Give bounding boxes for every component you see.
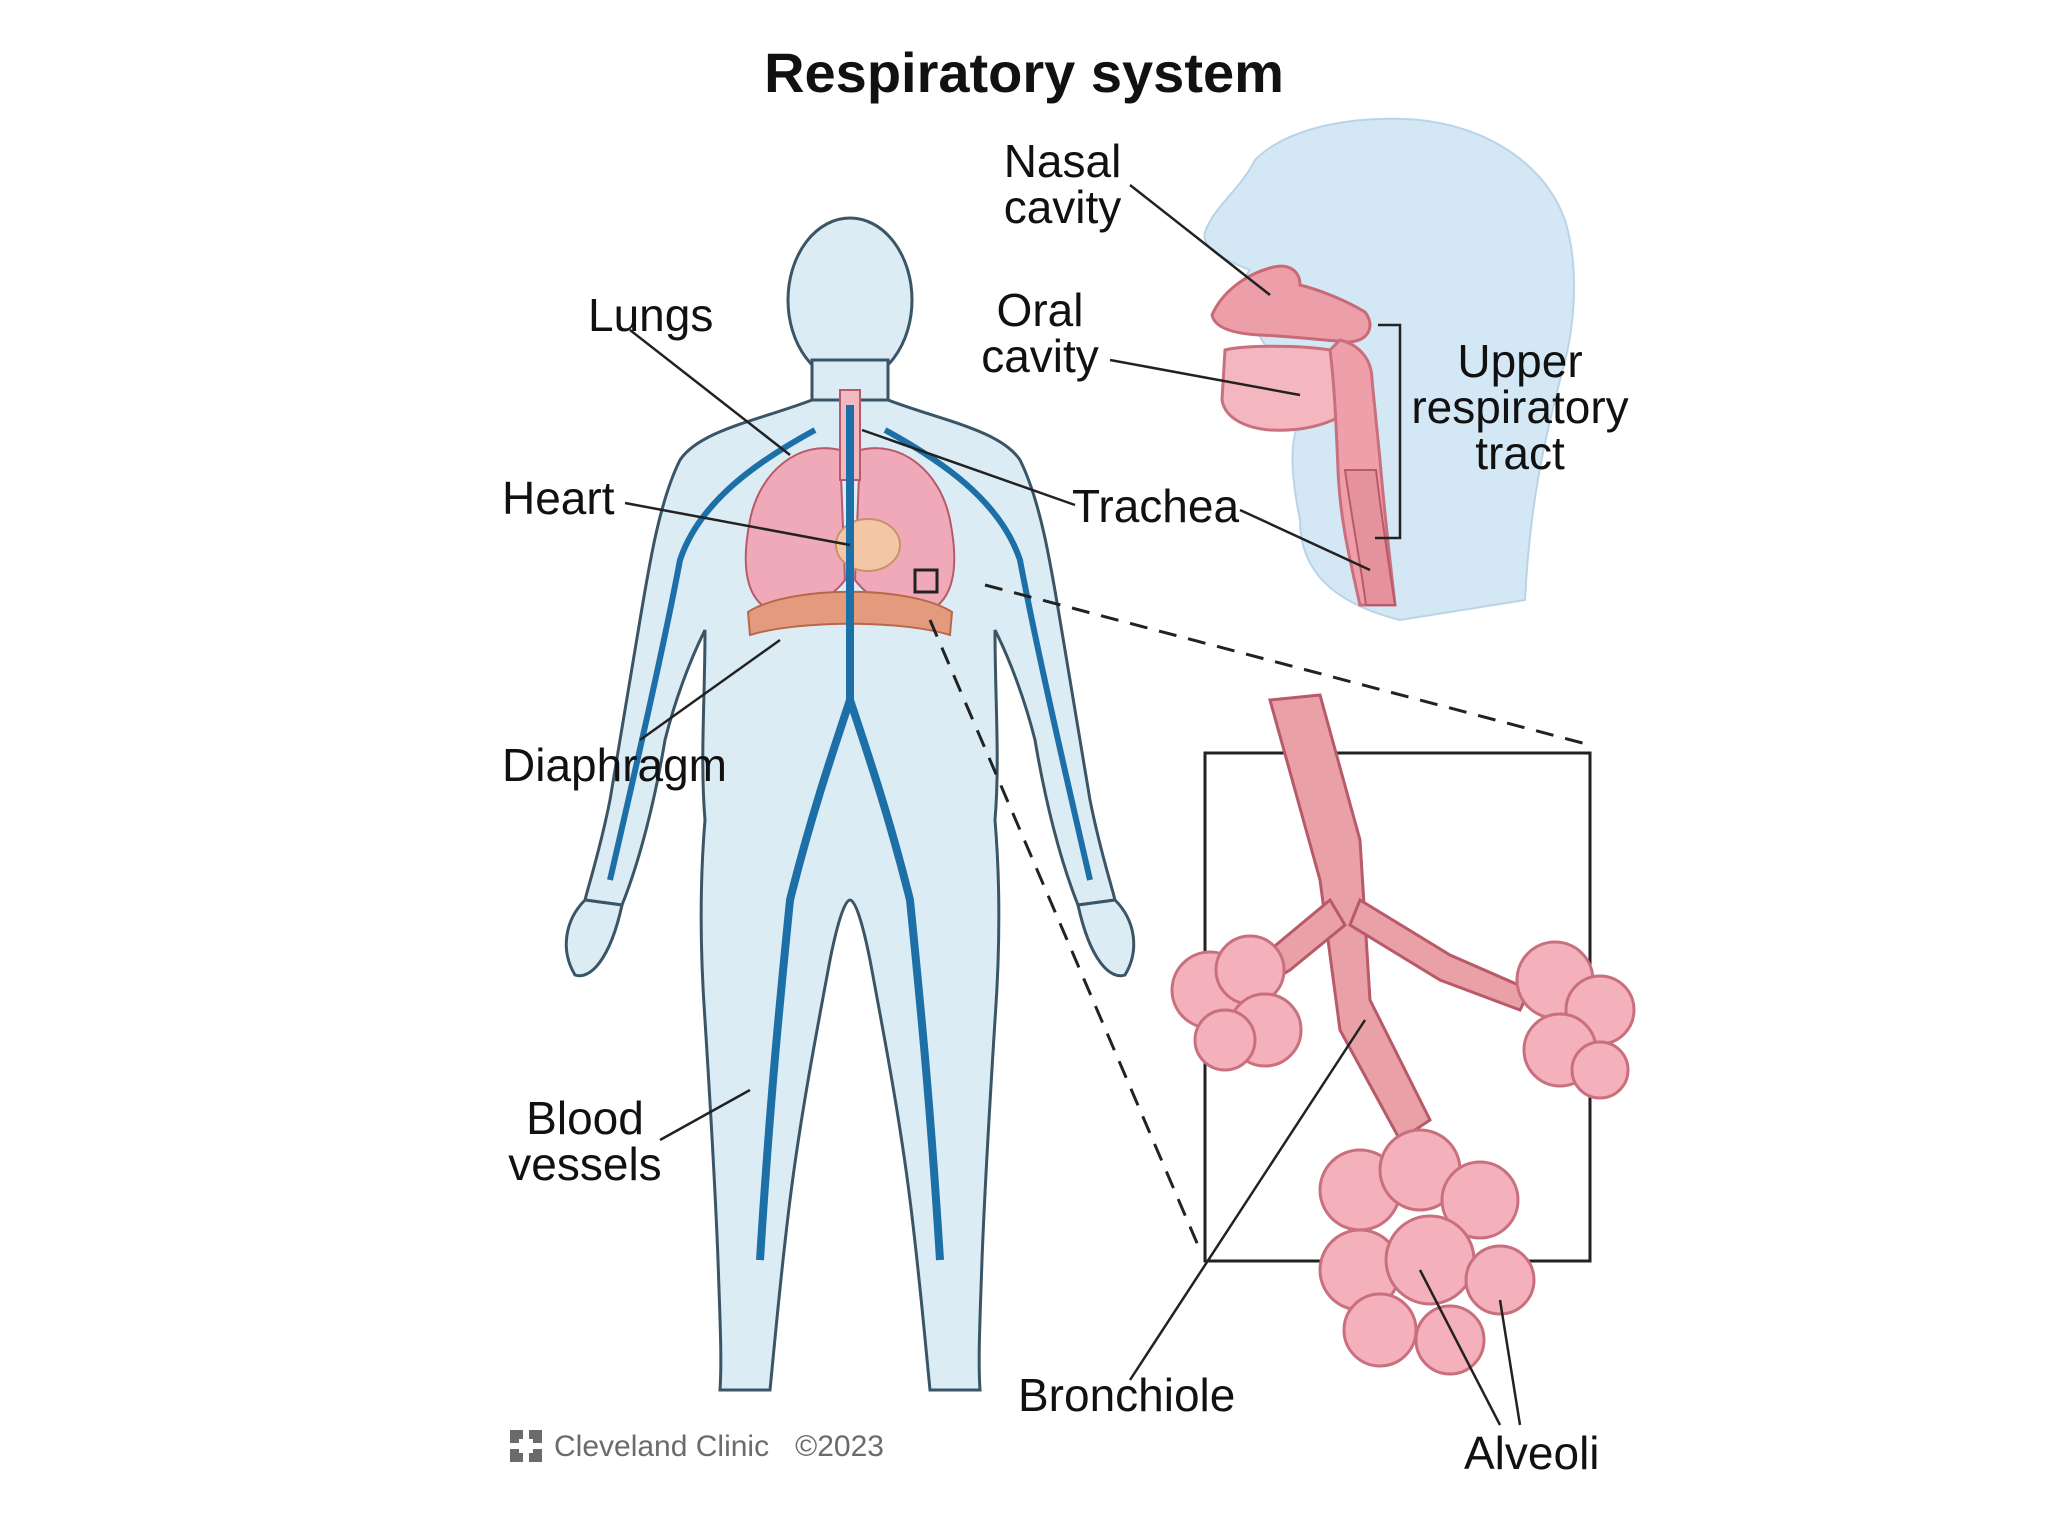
label-upper-line-2: respiratory xyxy=(1411,381,1629,433)
label-blood-line-1: Blood xyxy=(526,1092,644,1144)
label-bronchiole: Bronchiole xyxy=(1018,1369,1236,1421)
credit-line: Cleveland Clinic ©2023 xyxy=(508,1428,884,1464)
label-blood-line-2: vessels xyxy=(508,1138,662,1190)
credit-year: ©2023 xyxy=(795,1430,884,1463)
label-upper-line-3: tract xyxy=(1475,427,1565,479)
label-lungs: Lungs xyxy=(588,289,714,341)
leader-lines xyxy=(624,184,1522,1426)
label-trachea: Trachea xyxy=(1072,480,1240,532)
label-upper-respiratory-tract: Upper respiratory tract xyxy=(1405,338,1635,476)
diagram-title: Respiratory system xyxy=(764,41,1284,104)
label-diaphragm: Diaphragm xyxy=(502,739,727,791)
head-profile-illustration xyxy=(1203,117,1576,622)
label-nasal-line-1: Nasal xyxy=(1003,135,1122,187)
credit-brand: Cleveland Clinic xyxy=(554,1430,770,1463)
label-nasal-line-2: cavity xyxy=(1003,181,1122,233)
label-oral-cavity: Oral cavity xyxy=(970,287,1110,379)
zoom-lines xyxy=(928,583,1591,1251)
cleveland-clinic-logo-icon xyxy=(510,1430,542,1462)
label-heart: Heart xyxy=(502,472,615,524)
label-oral-line-2: cavity xyxy=(981,330,1099,382)
label-nasal-cavity: Nasal cavity xyxy=(990,138,1135,230)
body-illustration xyxy=(564,216,1136,1392)
bronchiole-inset xyxy=(1170,693,1636,1376)
label-alveoli: Alveoli xyxy=(1464,1427,1600,1479)
label-upper-line-1: Upper xyxy=(1457,335,1583,387)
label-blood-vessels: Blood vessels xyxy=(505,1095,665,1187)
label-oral-line-1: Oral xyxy=(996,284,1084,336)
